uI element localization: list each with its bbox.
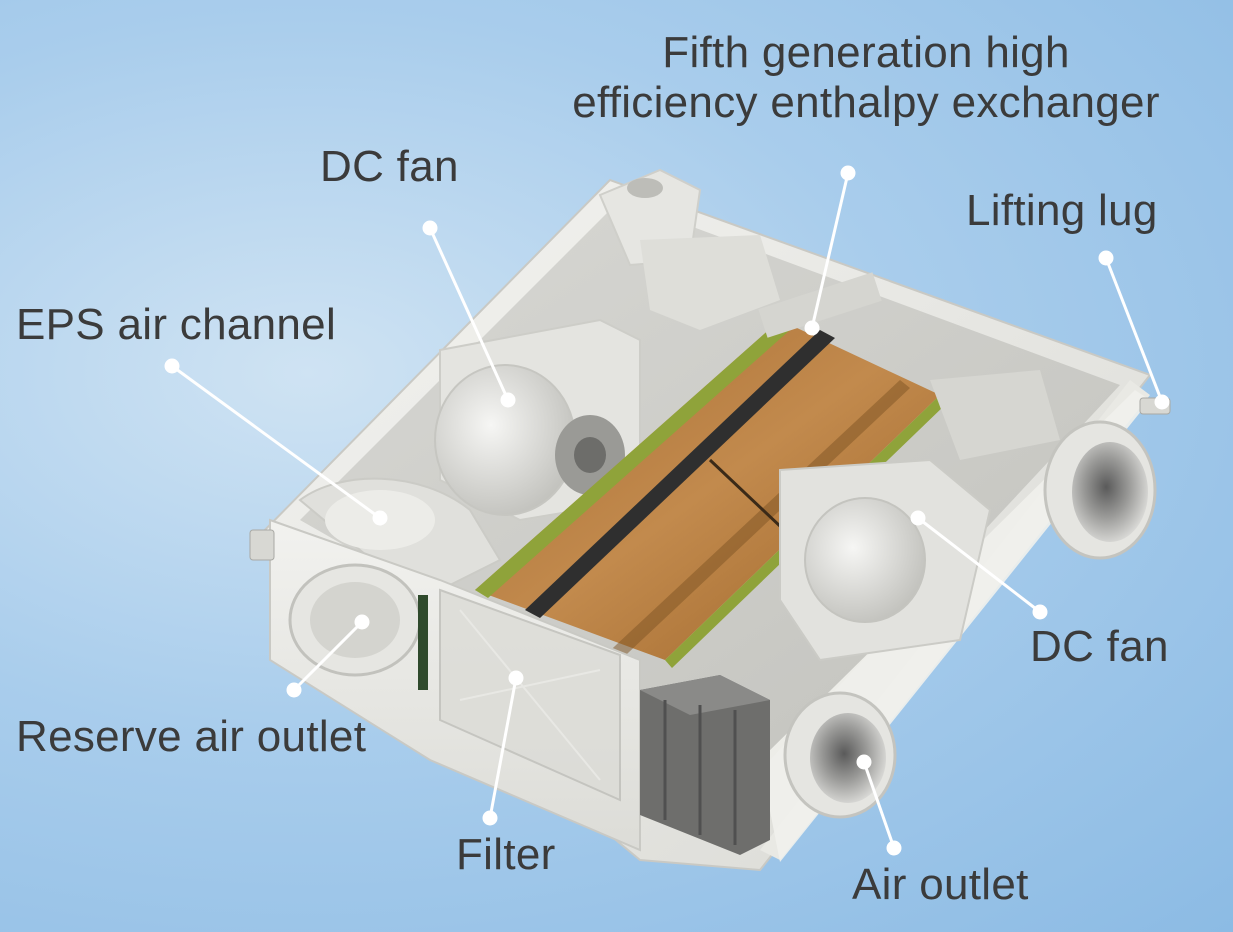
duct-bottom <box>783 691 897 819</box>
label-dc-fan-top: DC fan <box>320 142 459 191</box>
control-box <box>640 675 770 855</box>
label-air-outlet: Air outlet <box>852 860 1029 909</box>
label-eps-air-channel: EPS air channel <box>16 300 337 349</box>
leader-lines <box>164 165 1170 856</box>
label-enthalpy-exchanger: Fifth generation high efficiency enthalp… <box>546 28 1186 128</box>
label-filter: Filter <box>456 830 556 879</box>
duct-right <box>1043 420 1157 560</box>
label-lifting-lug: Lifting lug <box>966 186 1158 235</box>
label-reserve-air-outlet: Reserve air outlet <box>16 712 367 761</box>
lifting-lug-left <box>249 529 275 561</box>
filter <box>439 588 621 802</box>
label-dc-fan-right: DC fan <box>1030 622 1169 671</box>
dc-fan-top <box>434 235 780 522</box>
dc-fan-right <box>779 370 1060 662</box>
label-exchanger-line1: Fifth generation high <box>662 28 1070 77</box>
label-exchanger-line2: efficiency enthalpy exchanger <box>572 78 1160 127</box>
